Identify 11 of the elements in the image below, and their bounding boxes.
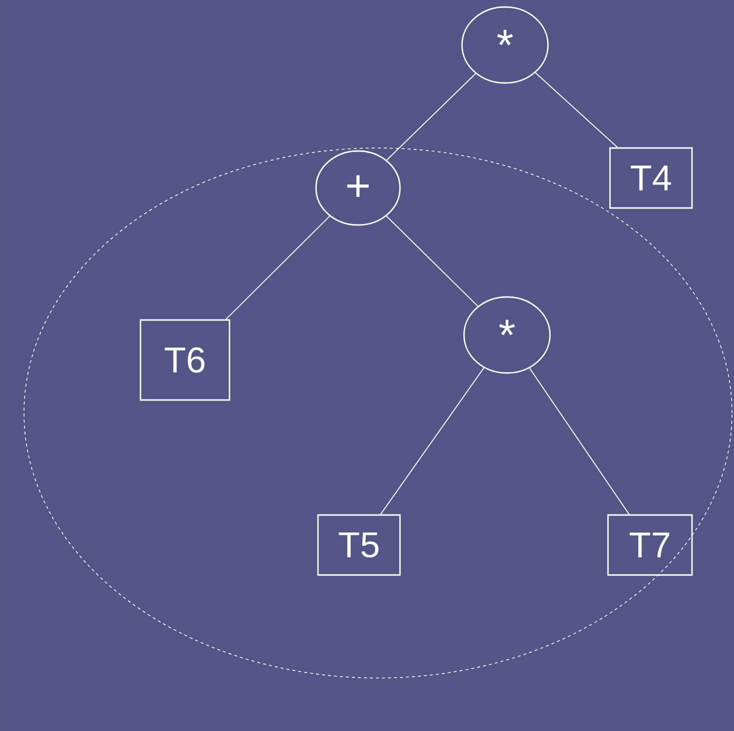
connector-line	[386, 73, 476, 161]
leaf-box: T5	[317, 514, 401, 576]
connector-line	[380, 367, 484, 515]
leaf-box: T7	[607, 514, 693, 576]
dashed-ellipse	[24, 148, 732, 678]
leaf-box: T4	[609, 147, 693, 209]
connector-line	[386, 216, 478, 307]
connector-line	[529, 368, 630, 515]
connector-line	[534, 72, 618, 148]
connector-line	[225, 216, 330, 320]
leaf-box: T6	[140, 319, 230, 401]
